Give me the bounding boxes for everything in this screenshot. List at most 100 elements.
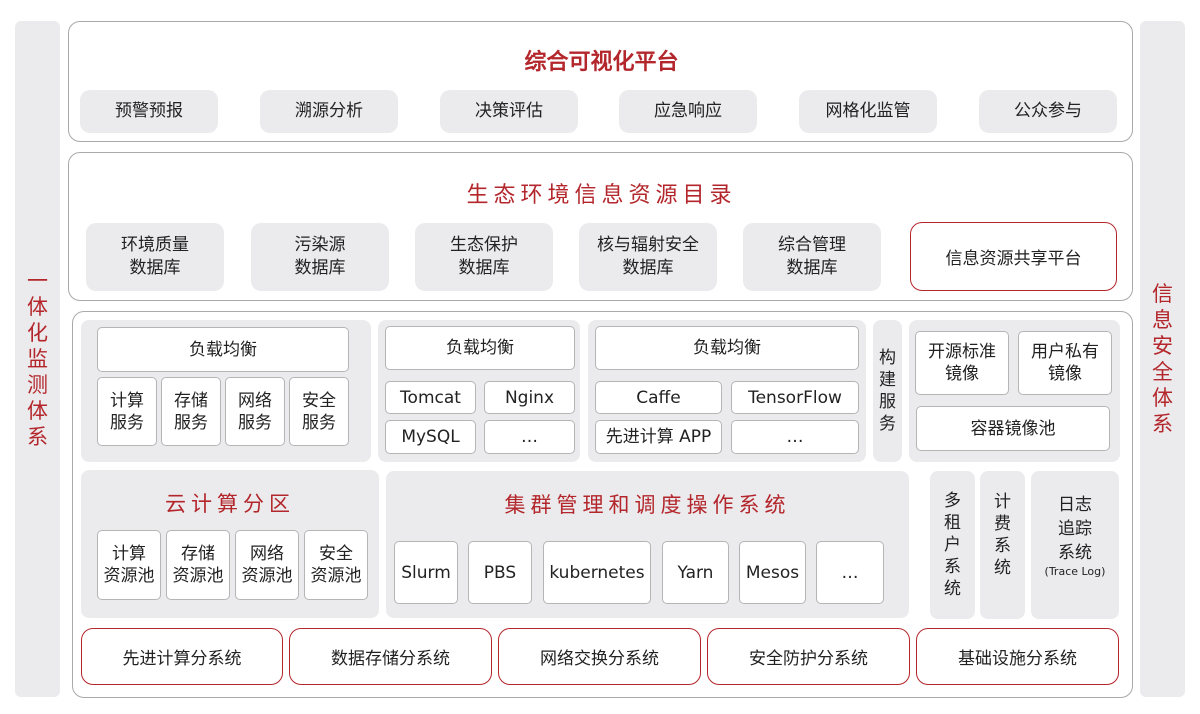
left-sidebar-integrated-monitoring: 一体化监测体系 bbox=[15, 21, 60, 697]
viz-item-grid-supervision[interactable]: 网格化监管 bbox=[799, 90, 937, 133]
load-balancer-2[interactable]: 负载均衡 bbox=[385, 326, 575, 370]
visualization-platform-title: 综合可视化平台 bbox=[524, 50, 679, 75]
subsystem-security-protection[interactable]: 安全防护分系统 bbox=[707, 628, 910, 685]
scheduler-more[interactable]: … bbox=[816, 541, 884, 604]
image-label-line2: 镜像 bbox=[1048, 364, 1082, 384]
info-resource-sharing-platform[interactable]: 信息资源共享平台 bbox=[910, 222, 1117, 291]
subsystem-infrastructure[interactable]: 基础设施分系统 bbox=[916, 628, 1119, 685]
pool-security[interactable]: 安全 资源池 bbox=[304, 530, 368, 600]
service-label-line1: 网络 bbox=[238, 390, 272, 411]
image-label-line2: 镜像 bbox=[945, 364, 979, 384]
open-source-image[interactable]: 开源标准 镜像 bbox=[915, 331, 1009, 395]
db-label-line1: 综合管理 bbox=[778, 235, 846, 255]
scheduler-slurm[interactable]: Slurm bbox=[394, 541, 458, 604]
db-label-line1: 环境质量 bbox=[121, 235, 189, 255]
user-private-image[interactable]: 用户私有 镜像 bbox=[1018, 331, 1112, 395]
load-balancer-1[interactable]: 负载均衡 bbox=[97, 327, 349, 372]
pool-compute[interactable]: 计算 资源池 bbox=[97, 530, 161, 600]
db-pollution-source[interactable]: 污染源 数据库 bbox=[251, 223, 389, 291]
service-label-line2: 服务 bbox=[302, 412, 336, 433]
right-sidebar-info-security: 信息安全体系 bbox=[1140, 21, 1185, 697]
billing-label: 计费系统 bbox=[994, 492, 1011, 578]
db-integrated-management[interactable]: 综合管理 数据库 bbox=[743, 223, 881, 291]
scheduler-pbs[interactable]: PBS bbox=[468, 541, 532, 604]
service-label-line1: 安全 bbox=[302, 390, 336, 411]
app-mysql[interactable]: MySQL bbox=[385, 420, 476, 454]
visualization-platform-panel: 综合可视化平台 预警预报 溯源分析 决策评估 应急响应 网格化监管 公众参与 bbox=[68, 21, 1133, 142]
app-nginx[interactable]: Nginx bbox=[484, 381, 575, 414]
log-trace-line1: 日志 bbox=[1058, 495, 1092, 515]
image-label-line1: 用户私有 bbox=[1031, 342, 1099, 362]
service-storage[interactable]: 存储 服务 bbox=[161, 377, 221, 446]
scheduler-kubernetes[interactable]: kubernetes bbox=[543, 541, 651, 604]
build-service-label: 构建服务 bbox=[879, 348, 896, 434]
db-label-line2: 数据库 bbox=[458, 258, 510, 278]
db-label-line1: 污染源 bbox=[294, 235, 346, 255]
app-more[interactable]: … bbox=[731, 420, 859, 454]
db-label-line1: 生态保护 bbox=[450, 235, 518, 255]
subsystem-network-switching[interactable]: 网络交换分系统 bbox=[498, 628, 701, 685]
pool-label-line2: 资源池 bbox=[241, 566, 293, 586]
app-caffe[interactable]: Caffe bbox=[595, 381, 722, 414]
service-group-web: 负载均衡 Tomcat Nginx MySQL … bbox=[378, 320, 580, 462]
app-advanced-computing[interactable]: 先进计算 APP bbox=[595, 420, 722, 454]
viz-item-decision-evaluation[interactable]: 决策评估 bbox=[440, 90, 578, 133]
service-label-line1: 计算 bbox=[110, 390, 144, 411]
db-label-line1: 核与辐射安全 bbox=[597, 235, 699, 255]
service-label-line2: 服务 bbox=[238, 412, 272, 433]
multi-tenant-label: 多租户系统 bbox=[944, 491, 961, 599]
log-trace-line2: 追踪 bbox=[1058, 519, 1092, 539]
log-trace-system[interactable]: 日志 追踪 系统 (Trace Log) bbox=[1031, 471, 1119, 619]
pool-label-line2: 资源池 bbox=[172, 566, 224, 586]
subsystem-data-storage[interactable]: 数据存储分系统 bbox=[289, 628, 492, 685]
service-group-ai: 负载均衡 Caffe TensorFlow 先进计算 APP … bbox=[588, 320, 866, 462]
viz-item-emergency-response[interactable]: 应急响应 bbox=[619, 90, 757, 133]
cluster-management-title: 集群管理和调度操作系统 bbox=[504, 493, 791, 517]
image-label-line1: 开源标准 bbox=[928, 342, 996, 362]
pool-label-line1: 网络 bbox=[250, 544, 284, 564]
pool-label-line1: 安全 bbox=[319, 544, 353, 564]
app-tensorflow[interactable]: TensorFlow bbox=[731, 381, 859, 414]
viz-item-public-participation[interactable]: 公众参与 bbox=[979, 90, 1117, 133]
cluster-management-os: 集群管理和调度操作系统 Slurm PBS kubernetes Yarn Me… bbox=[386, 471, 909, 618]
pool-storage[interactable]: 存储 资源池 bbox=[166, 530, 230, 600]
resource-catalog-title: 生态环境信息资源目录 bbox=[466, 183, 737, 208]
pool-network[interactable]: 网络 资源池 bbox=[235, 530, 299, 600]
billing-system[interactable]: 计费系统 bbox=[980, 471, 1025, 619]
cloud-computing-partition: 云计算分区 计算 资源池 存储 资源池 网络 资源池 安全 资源池 bbox=[81, 470, 379, 618]
pool-label-line2: 资源池 bbox=[103, 566, 155, 586]
viz-item-early-warning[interactable]: 预警预报 bbox=[80, 90, 218, 133]
load-balancer-3[interactable]: 负载均衡 bbox=[595, 326, 859, 370]
build-service[interactable]: 构建服务 bbox=[873, 320, 902, 462]
scheduler-yarn[interactable]: Yarn bbox=[662, 541, 729, 604]
container-image-pool[interactable]: 容器镜像池 bbox=[916, 406, 1110, 451]
service-label-line2: 服务 bbox=[174, 412, 208, 433]
db-label-line2: 数据库 bbox=[129, 258, 181, 278]
viz-item-source-tracing[interactable]: 溯源分析 bbox=[260, 90, 398, 133]
service-network[interactable]: 网络 服务 bbox=[225, 377, 285, 446]
resource-catalog-panel: 生态环境信息资源目录 环境质量 数据库 污染源 数据库 生态保护 数据库 核与辐… bbox=[68, 152, 1133, 301]
db-label-line2: 数据库 bbox=[786, 258, 838, 278]
db-ecological-protection[interactable]: 生态保护 数据库 bbox=[415, 223, 553, 291]
app-tomcat[interactable]: Tomcat bbox=[385, 381, 476, 414]
db-label-line2: 数据库 bbox=[294, 258, 346, 278]
db-nuclear-radiation-safety[interactable]: 核与辐射安全 数据库 bbox=[579, 223, 717, 291]
infrastructure-panel: 负载均衡 计算 服务 存储 服务 网络 服务 安全 服务 负载均衡 Tomcat… bbox=[72, 311, 1133, 698]
image-group: 开源标准 镜像 用户私有 镜像 容器镜像池 bbox=[909, 320, 1120, 462]
service-label-line2: 服务 bbox=[110, 412, 144, 433]
multi-tenant-system[interactable]: 多租户系统 bbox=[930, 471, 975, 619]
right-sidebar-label: 信息安全体系 bbox=[1152, 282, 1173, 436]
service-group-basic: 负载均衡 计算 服务 存储 服务 网络 服务 安全 服务 bbox=[81, 320, 371, 462]
service-security[interactable]: 安全 服务 bbox=[289, 377, 349, 446]
log-trace-line3: 系统 bbox=[1058, 543, 1092, 563]
subsystem-advanced-computing[interactable]: 先进计算分系统 bbox=[81, 628, 283, 685]
log-trace-line4: (Trace Log) bbox=[1044, 565, 1106, 578]
service-compute[interactable]: 计算 服务 bbox=[97, 377, 157, 446]
db-label-line2: 数据库 bbox=[622, 258, 674, 278]
pool-label-line1: 计算 bbox=[112, 544, 146, 564]
scheduler-mesos[interactable]: Mesos bbox=[739, 541, 806, 604]
pool-label-line1: 存储 bbox=[181, 544, 215, 564]
left-sidebar-label: 一体化监测体系 bbox=[27, 269, 48, 449]
app-more[interactable]: … bbox=[484, 420, 575, 454]
db-environment-quality[interactable]: 环境质量 数据库 bbox=[86, 223, 224, 291]
